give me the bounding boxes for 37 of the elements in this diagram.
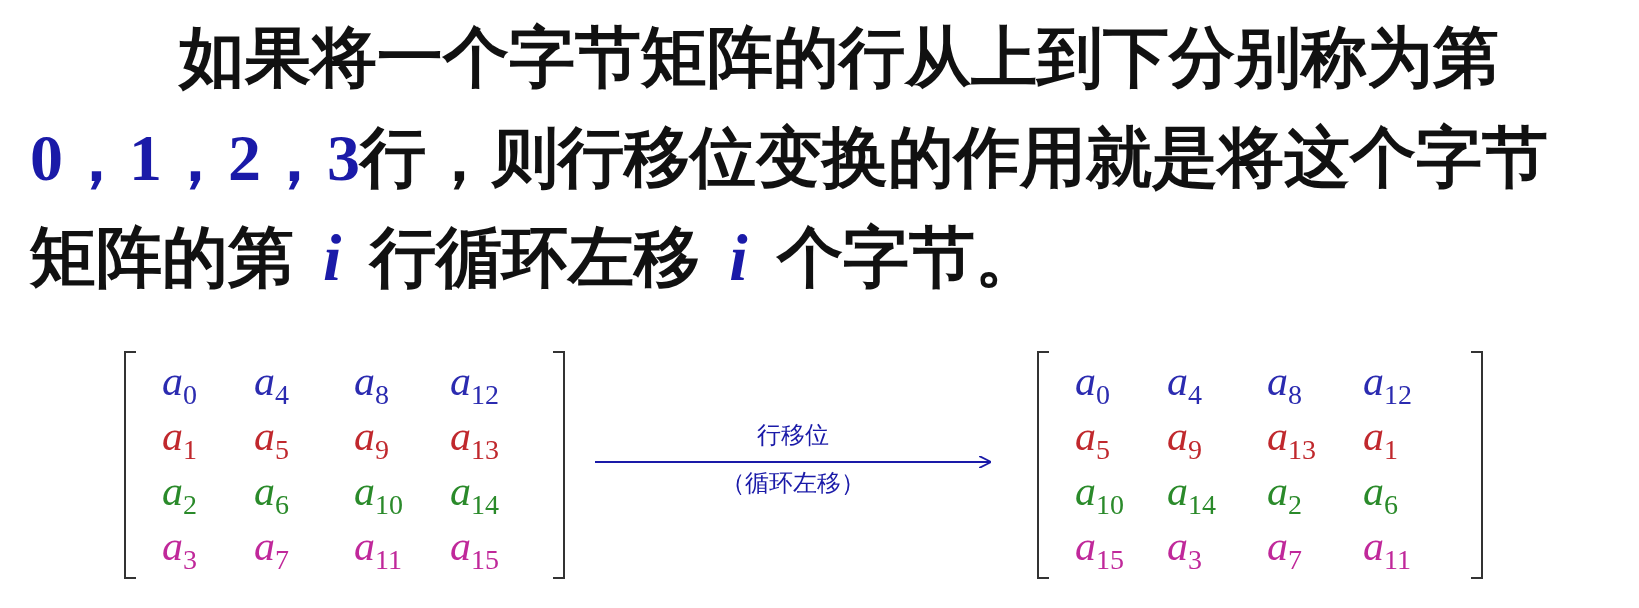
matrix-entry: a$_{6}$ <box>254 470 289 520</box>
matrix-entry: a$_{13}$ <box>450 415 499 465</box>
paragraph: 如果将一个字节矩阵的行从上到下分别称为第0，1，2，3行，则行移位变换的作用就是将这个字节矩阵的第 i 行循环左移 i 个字节。 <box>30 18 1549 298</box>
bracketed-matrix <box>1035 350 1485 580</box>
matrix-entry: a$_{2}$ <box>162 470 197 520</box>
matrix-entry: a$_{12}$ <box>1363 360 1412 410</box>
matrix-entry: a$_{9}$ <box>354 415 389 465</box>
matrix-entry: a$_{15}$ <box>1075 525 1124 575</box>
matrix-entry: a$_{0}$ <box>162 360 197 410</box>
matrix-entry: a$_{14}$ <box>450 470 499 520</box>
matrix-entry: a$_{14}$ <box>1167 470 1216 520</box>
matrix-entry: a$_{6}$ <box>1363 470 1398 520</box>
matrix-entry: a$_{7}$ <box>1267 525 1302 575</box>
matrix-entry: a$_{4}$ <box>254 360 289 410</box>
matrix-entry: a$_{4}$ <box>1167 360 1202 410</box>
edge-label: 行移位 <box>756 422 829 449</box>
matrix-entry: a$_{0}$ <box>1075 360 1110 410</box>
bracketed-matrix <box>122 350 567 580</box>
matrix-entry: a$_{9}$ <box>1167 415 1202 465</box>
matrix-entry: a$_{5}$ <box>254 415 289 465</box>
matrix-entry: a$_{15}$ <box>450 525 499 575</box>
matrix-entry: a$_{11}$ <box>354 525 402 575</box>
matrix-entry: a$_{13}$ <box>1267 415 1316 465</box>
matrix-entry: a$_{2}$ <box>1267 470 1302 520</box>
matrix-entry: a$_{7}$ <box>254 525 289 575</box>
matrix-entry: a$_{3}$ <box>162 525 197 575</box>
matrix-entry: a$_{8}$ <box>1267 360 1302 410</box>
matrix-entry: a$_{8}$ <box>354 360 389 410</box>
matrix-entry: a$_{10}$ <box>1075 470 1124 520</box>
matrix-entry: a$_{5}$ <box>1075 415 1110 465</box>
matrix-entry: a$_{10}$ <box>354 470 403 520</box>
matrix-entry: a$_{11}$ <box>1363 525 1411 575</box>
matrix-entry: a$_{1}$ <box>162 415 197 465</box>
matrix-entry: a$_{12}$ <box>450 360 499 410</box>
matrix-entry: a$_{1}$ <box>1363 415 1398 465</box>
matrix-entry: a$_{3}$ <box>1167 525 1202 575</box>
arrow <box>594 455 993 469</box>
